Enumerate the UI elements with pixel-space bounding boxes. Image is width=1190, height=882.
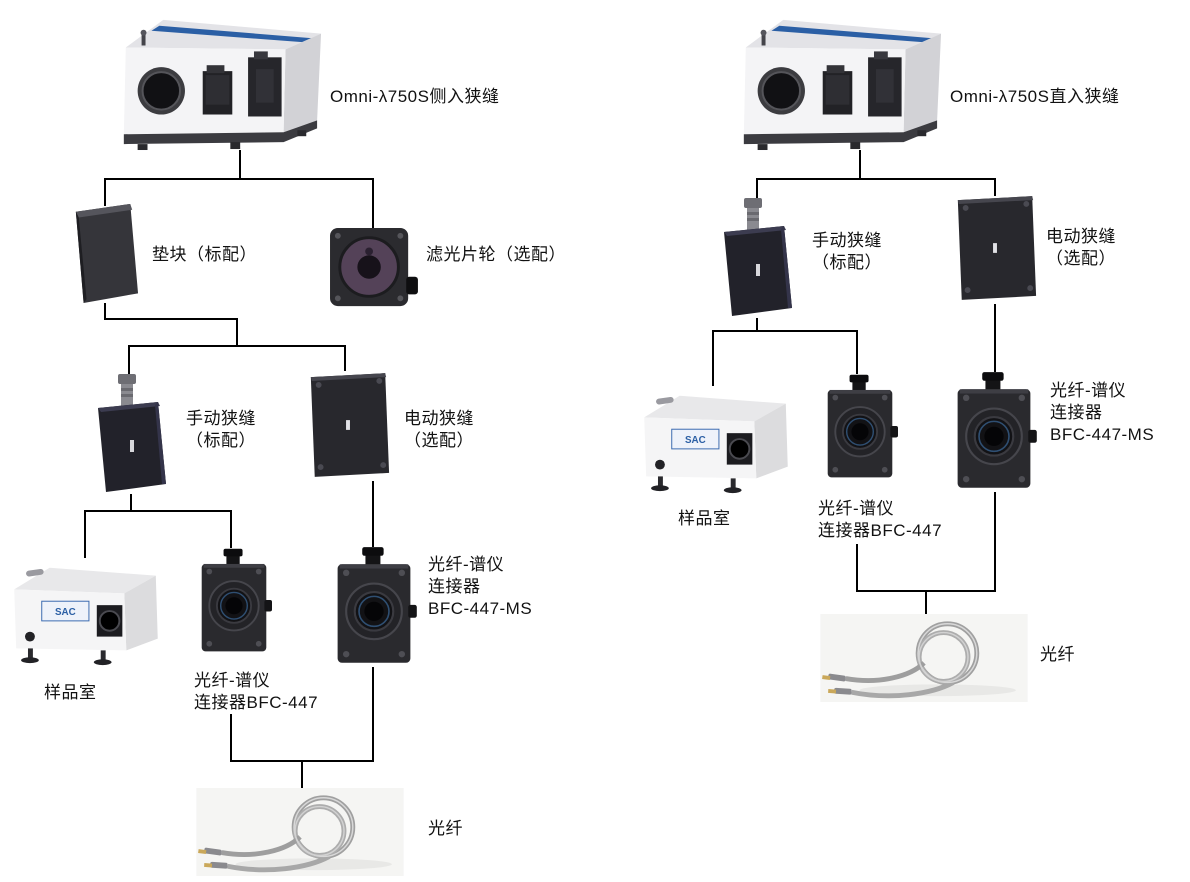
filter-wheel-image — [328, 226, 418, 310]
bfc447ms-label: 光纤-谱仪 连接器 BFC-447-MS — [1050, 380, 1154, 446]
spacer-label: 垫块（标配） — [152, 245, 257, 264]
sample-chamber-label: 样品室 — [44, 683, 97, 702]
label-line: 光纤-谱仪 — [1050, 381, 1127, 400]
connector-line — [712, 330, 714, 386]
sample-chamber-image — [6, 556, 164, 672]
label-line: 连接器 — [1050, 403, 1103, 422]
label-line: 电动狭缝 — [1046, 227, 1116, 246]
motor-slit-label: 电动狭缝 （选配） — [404, 408, 474, 452]
label-line: （选配） — [404, 431, 474, 450]
connector-line — [104, 303, 106, 320]
label-line: 光纤-谱仪 — [818, 499, 895, 518]
manual-slit-label: 手动狭缝 （标配） — [812, 230, 882, 274]
fiber-label: 光纤 — [1040, 645, 1075, 664]
connector-line — [372, 667, 374, 762]
connector-line — [372, 481, 374, 547]
label-line: 连接器 — [428, 577, 481, 596]
bfc447-label: 光纤-谱仪 连接器BFC-447 — [194, 670, 318, 714]
connector-line — [230, 714, 232, 762]
bfc447-label: 光纤-谱仪 连接器BFC-447 — [818, 498, 942, 542]
left-tree-title: Omni-λ750S侧入狭缝 — [330, 87, 500, 106]
connector-line — [128, 345, 346, 347]
right-tree-title: Omni-λ750S直入狭缝 — [950, 87, 1120, 106]
fiber-label: 光纤 — [428, 819, 463, 838]
label-line: （标配） — [812, 253, 882, 272]
label-line: 手动狭缝 — [812, 231, 882, 250]
spectrometer-side-entrance-image — [112, 6, 324, 154]
connector-line — [104, 318, 238, 320]
motor-slit-image — [950, 192, 1040, 304]
connector-line — [130, 494, 132, 512]
spectrometer-straight-entrance-image — [732, 6, 944, 154]
bfc447ms-label: 光纤-谱仪 连接器 BFC-447-MS — [428, 554, 532, 620]
connector-line — [994, 492, 996, 592]
connector-line — [104, 178, 106, 206]
connector-line — [372, 178, 374, 230]
spacer-image — [66, 202, 144, 305]
fiber-connector-bfc447-image — [196, 546, 272, 656]
motor-slit-label: 电动狭缝 （选配） — [1046, 226, 1116, 270]
label-line: 光纤-谱仪 — [428, 555, 505, 574]
label-line: 光纤-谱仪 — [194, 671, 271, 690]
motor-slit-image — [303, 369, 393, 481]
connector-line — [994, 178, 996, 196]
manual-slit-image — [88, 372, 174, 494]
connector-line — [856, 544, 858, 592]
sample-chamber-label: 样品室 — [678, 509, 731, 528]
label-line: （标配） — [186, 431, 256, 450]
connector-line — [756, 318, 758, 332]
connector-line — [230, 510, 232, 548]
manual-slit-label: 手动狭缝 （标配） — [186, 408, 256, 452]
label-line: 手动狭缝 — [186, 409, 256, 428]
label-line: 连接器BFC-447 — [194, 693, 319, 712]
connector-line — [236, 318, 238, 347]
connector-line — [712, 330, 858, 332]
connector-line — [84, 510, 86, 558]
connector-line — [301, 760, 303, 788]
connector-line — [104, 178, 374, 180]
connector-line — [84, 510, 232, 512]
label-line: BFC-447-MS — [1050, 425, 1155, 444]
fiber-connector-bfc447-image — [822, 372, 898, 482]
label-line: 电动狭缝 — [404, 409, 474, 428]
manual-slit-image — [714, 196, 800, 318]
connector-line — [239, 150, 241, 180]
filter-wheel-label: 滤光片轮（选配） — [426, 245, 566, 264]
connector-line — [344, 345, 346, 371]
optical-fiber-image — [818, 614, 1030, 702]
label-line: BFC-447-MS — [428, 599, 533, 618]
connector-line — [994, 304, 996, 372]
fiber-connector-bfc447ms-image — [330, 545, 418, 667]
connector-line — [756, 178, 996, 180]
connector-line — [756, 178, 758, 200]
connector-line — [859, 150, 861, 180]
connector-line — [128, 345, 130, 377]
connector-line — [856, 330, 858, 374]
optical-fiber-image — [194, 788, 406, 876]
fiber-connector-bfc447ms-image — [950, 370, 1038, 492]
label-line: （选配） — [1046, 249, 1116, 268]
connector-line — [925, 590, 927, 616]
sample-chamber-image — [636, 384, 794, 500]
label-line: 连接器BFC-447 — [818, 521, 943, 540]
